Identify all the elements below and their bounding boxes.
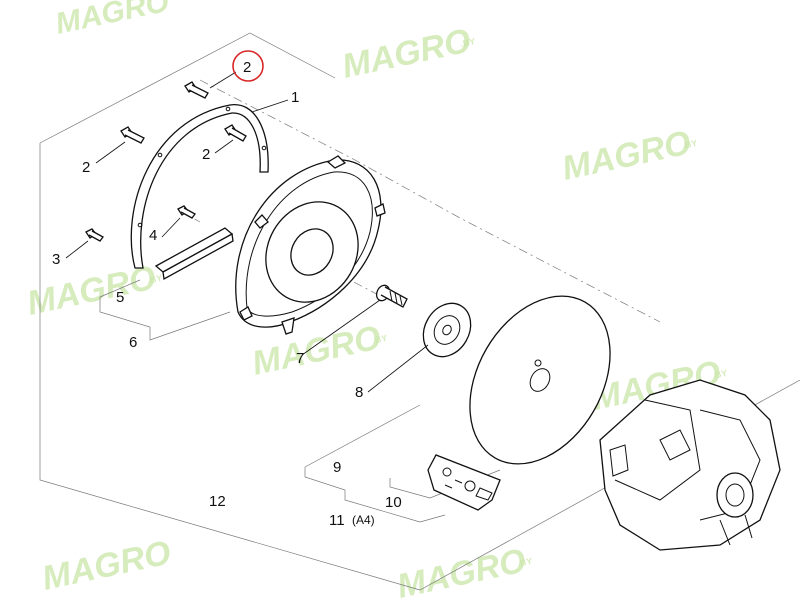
callout-11[interactable]: 11 [329,512,345,529]
highlight-circle [232,50,264,82]
watermark-suffix: .BY [459,36,476,49]
callout-labels: 2 1 2 2 3 4 5 6 7 8 9 10 11 (A4) 12 [52,59,402,529]
callout-2-highlighted[interactable]: 2 [243,59,251,76]
watermark-suffix: .BY [516,556,533,569]
part-seed-plate [469,295,611,465]
part-curved-guard-strip [130,104,269,269]
callout-9[interactable]: 9 [333,459,341,476]
watermark-suffix: .BY [146,273,163,286]
watermark-logo: MAGRO [559,124,694,188]
bolt-item-2-mid [224,124,247,142]
part-seal-strip [154,227,234,281]
part-hub-disc [422,302,472,358]
part-decal-label [427,454,501,511]
callout-1[interactable]: 1 [291,89,299,106]
watermark-logo: MAGRO [339,22,474,86]
callout-12[interactable]: 12 [209,493,226,510]
bolt-item-3 [85,228,104,242]
bolt-item-2-top [184,81,209,99]
bolt-item-4 [177,205,196,219]
watermark-logo: MAGRO [394,542,529,600]
part-flange-bolt [375,284,408,308]
callout-8[interactable]: 8 [355,384,363,401]
watermark-logo: MAGRO [39,534,174,598]
callout-2-left[interactable]: 2 [82,159,90,176]
watermark-suffix: .BY [681,138,698,151]
callout-7[interactable]: 7 [296,350,304,367]
callout-3[interactable]: 3 [52,251,60,268]
watermark-logo: MAGRO [249,319,384,383]
bolt-item-2-left [120,126,145,144]
callout-4[interactable]: 4 [149,227,157,244]
callout-2-mid[interactable]: 2 [202,146,210,163]
machine-housing-assembly [599,379,781,551]
part-housing-cover [235,155,386,335]
watermark-suffix: .BY [711,368,728,381]
callout-5[interactable]: 5 [116,289,124,306]
watermark-logo: MAGRO [53,0,172,41]
callout-11-note: (A4) [352,513,375,527]
watermark-suffix: .BY [371,333,388,346]
callout-6[interactable]: 6 [129,334,137,351]
callout-10[interactable]: 10 [385,494,402,511]
leader-lines [65,71,429,393]
